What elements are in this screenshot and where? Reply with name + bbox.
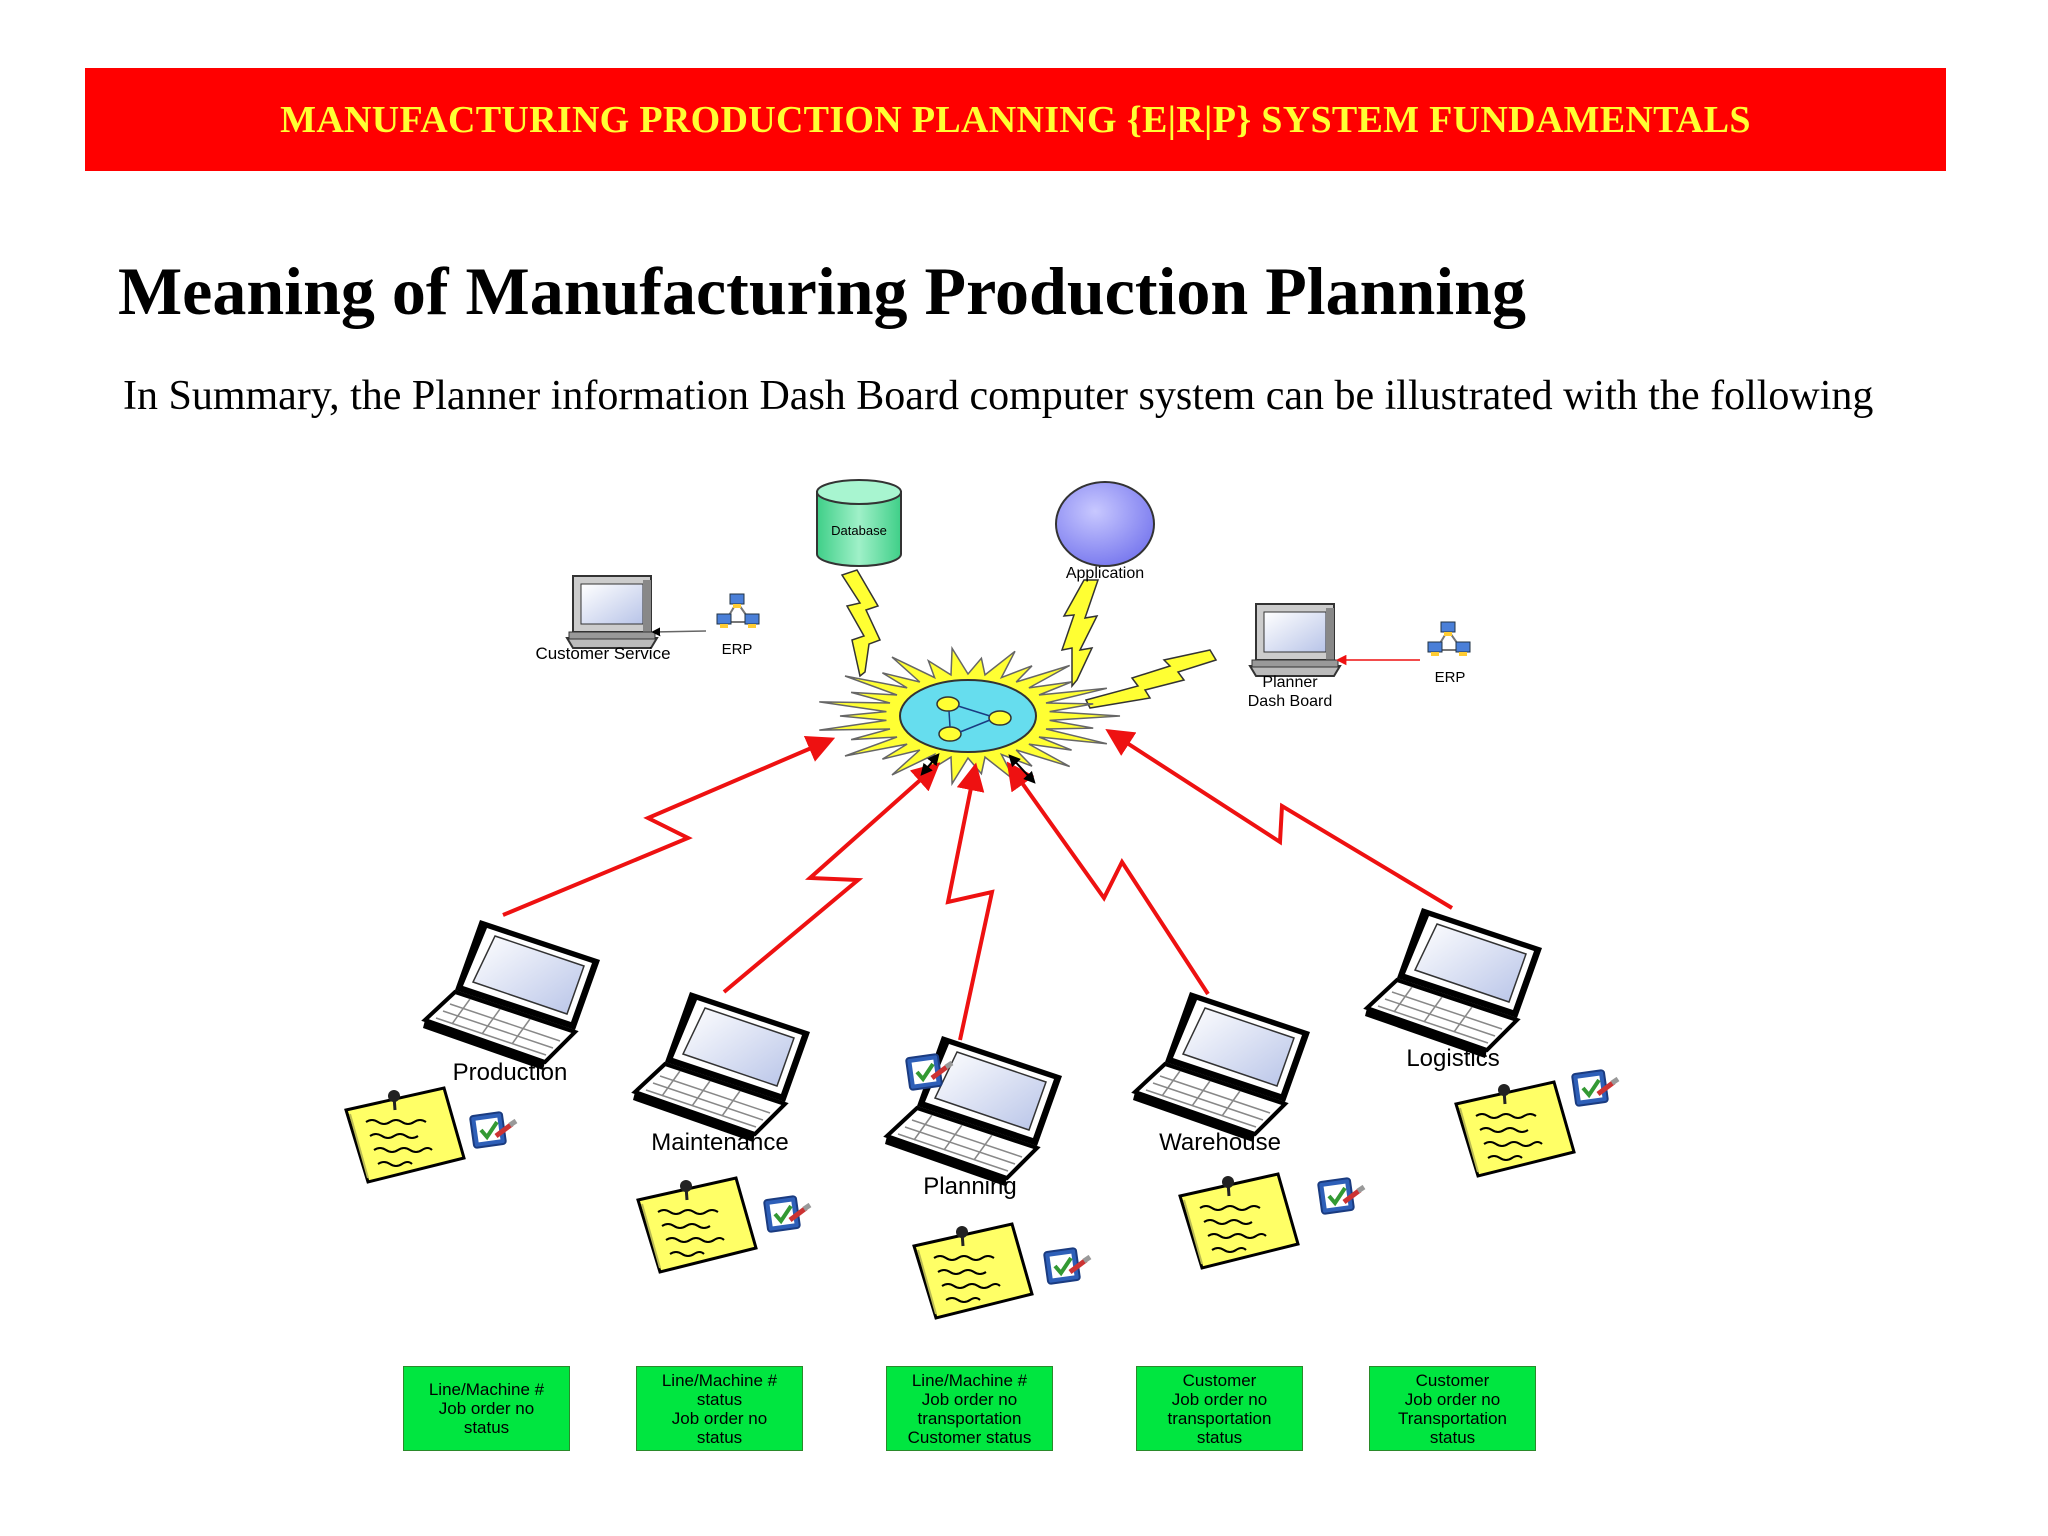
link-warehouse [1006,761,1210,996]
status-line: status [1196,1427,1243,1447]
department-warehouse: Warehouse [1131,990,1364,1270]
database-icon: Database [816,479,902,567]
network-hub-icon [819,645,1121,787]
department-label-logistics: Logistics [1406,1045,1499,1072]
status-line: status [696,1427,743,1447]
logistics-check-icon [1572,1070,1618,1106]
production-note-icon [344,1086,466,1184]
status-box-planning: Line/Machine # Job order no transportati… [886,1366,1053,1451]
status-box-logistics: Customer Job order no Transportation sta… [1369,1366,1536,1451]
status-line: transportation [917,1408,1022,1428]
status-line: status [696,1389,743,1409]
summary-text: In Summary, the Planner information Dash… [123,373,1874,419]
link-production [502,735,836,917]
department-production: Production [344,918,602,1184]
department-label-production: Production [453,1059,568,1086]
status-line: Job order no [921,1389,1018,1409]
planner-dashboard-computer-icon: Planner Dash Board [1248,603,1341,710]
application-icon: Application [1055,481,1155,582]
erp-network-icon-right: ERP [1427,621,1471,686]
status-line: Customer status [907,1427,1032,1447]
warehouse-note-icon [1178,1172,1300,1270]
planner-label-line1: Planner [1262,674,1318,691]
banner-text: MANUFACTURING PRODUCTION PLANNING {E|R|P… [280,98,1751,141]
department-label-warehouse: Warehouse [1159,1129,1281,1156]
maintenance-note-icon [636,1176,758,1274]
status-line: Job order no [1171,1389,1268,1409]
status-line: Job order no [671,1408,768,1428]
status-line: status [1429,1427,1476,1447]
status-box-production: Line/Machine # Job order no status [403,1366,570,1451]
erp-right-label: ERP [1435,669,1466,686]
status-line: status [463,1418,510,1437]
title-banner: MANUFACTURING PRODUCTION PLANNING {E|R|P… [85,68,1946,171]
status-line: Customer [1415,1370,1490,1390]
status-box-maintenance: Line/Machine # status Job order no statu… [636,1366,803,1451]
status-line: Job order no [1404,1389,1501,1409]
production-check-icon [470,1112,516,1148]
department-links [502,728,1454,1041]
customer-service-label: Customer Service [535,644,670,663]
warehouse-check-icon [1318,1178,1364,1214]
customer-service-computer-icon: Customer Service [535,575,671,663]
maintenance-check-icon [764,1196,810,1232]
status-line: Line/Machine # [428,1380,545,1399]
status-line: Job order no [438,1399,535,1418]
status-line: Customer [1182,1370,1257,1390]
department-logistics: Logistics [1363,906,1618,1178]
link-maintenance [722,762,941,994]
warehouse-laptop-icon [1131,990,1312,1144]
status-line: transportation [1167,1408,1272,1428]
planning-check-icon [1044,1248,1090,1284]
erp-network-icon-left: ERP [716,593,760,658]
logistics-note-icon [1454,1080,1576,1178]
maintenance-laptop-icon [631,990,812,1144]
status-line: Line/Machine # [911,1370,1028,1390]
database-label: Database [831,523,887,538]
department-planning: Planning [883,1034,1090,1320]
department-label-planning: Planning [923,1173,1016,1200]
status-box-warehouse: Customer Job order no transportation sta… [1136,1366,1303,1451]
application-label: Application [1066,565,1144,582]
department-maintenance: Maintenance [631,990,812,1274]
production-laptop-icon [421,918,602,1072]
planning-note-icon [912,1222,1034,1320]
link-logistics [1105,728,1454,910]
lightning-links [840,569,1218,709]
planner-label-line2: Dash Board [1248,693,1333,710]
logistics-laptop-icon [1363,906,1544,1060]
status-line: Transportation [1398,1408,1507,1428]
link-planning [945,762,995,1041]
status-line: Line/Machine # [661,1370,778,1390]
slide-title: Meaning of Manufacturing Production Plan… [118,253,1526,329]
erp-left-label: ERP [722,641,753,658]
department-label-maintenance: Maintenance [651,1129,788,1156]
